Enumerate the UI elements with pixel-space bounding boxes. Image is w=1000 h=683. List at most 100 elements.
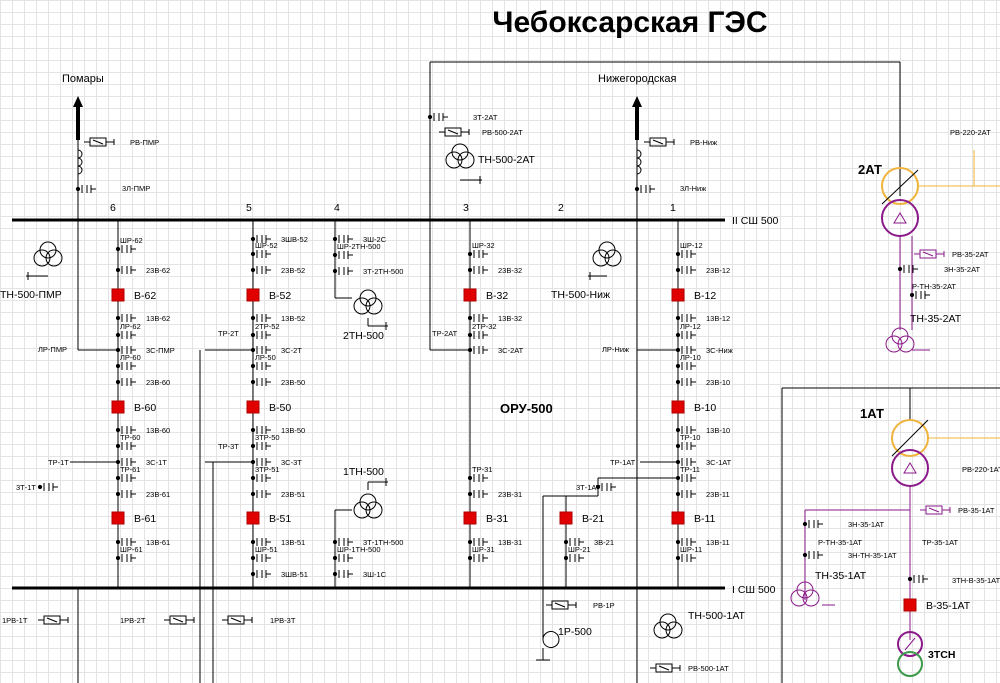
voltage-transformer-icon[interactable] xyxy=(445,143,475,169)
disconnector-icon[interactable] xyxy=(897,265,918,273)
disconnector-icon[interactable] xyxy=(907,575,928,583)
disconnector-icon[interactable] xyxy=(250,426,271,434)
disconnector-icon[interactable] xyxy=(115,266,136,274)
voltage-transformer-icon[interactable] xyxy=(353,493,383,519)
disconnector-icon[interactable] xyxy=(250,538,271,546)
disconnector-icon[interactable] xyxy=(802,551,823,559)
disconnector-icon[interactable] xyxy=(675,266,696,274)
voltage-transformer-icon[interactable] xyxy=(353,289,383,315)
disconnector-icon[interactable] xyxy=(467,346,488,354)
disconnector-icon[interactable] xyxy=(563,538,584,546)
disconnector-icon[interactable] xyxy=(675,490,696,498)
disconnector-icon[interactable] xyxy=(250,346,271,354)
disconnector-icon[interactable] xyxy=(675,250,696,258)
breaker-icon[interactable] xyxy=(246,400,260,414)
disconnector-icon[interactable] xyxy=(563,554,584,562)
disconnector-icon[interactable] xyxy=(115,362,136,370)
disconnector-icon[interactable] xyxy=(675,362,696,370)
disconnector-icon[interactable] xyxy=(115,314,136,322)
disconnector-icon[interactable] xyxy=(115,245,136,253)
breaker-icon[interactable] xyxy=(246,288,260,302)
breaker-icon[interactable] xyxy=(246,511,260,525)
disconnector-icon[interactable] xyxy=(467,331,488,339)
breaker-icon[interactable] xyxy=(463,511,477,525)
disconnector-icon[interactable] xyxy=(115,474,136,482)
breaker-icon[interactable] xyxy=(671,400,685,414)
arrester-icon[interactable] xyxy=(222,615,253,625)
disconnector-icon[interactable] xyxy=(332,538,353,546)
disconnector-icon[interactable] xyxy=(250,570,271,578)
disconnector-icon[interactable] xyxy=(250,331,271,339)
disconnector-icon[interactable] xyxy=(427,113,448,121)
disconnector-icon[interactable] xyxy=(467,474,488,482)
disconnector-icon[interactable] xyxy=(250,490,271,498)
disconnector-icon[interactable] xyxy=(250,442,271,450)
disconnector-icon[interactable] xyxy=(250,458,271,466)
disconnector-icon[interactable] xyxy=(467,554,488,562)
breaker-icon[interactable] xyxy=(463,288,477,302)
disconnector-icon[interactable] xyxy=(595,483,616,491)
autotransformer-2at-icon[interactable] xyxy=(881,150,1000,330)
aux-transformer-icon[interactable] xyxy=(897,631,923,677)
voltage-transformer-35-icon[interactable] xyxy=(885,327,930,353)
disconnector-icon[interactable] xyxy=(675,378,696,386)
arrester-icon[interactable] xyxy=(38,615,69,625)
disconnector-icon[interactable] xyxy=(332,554,353,562)
disconnector-icon[interactable] xyxy=(675,346,696,354)
breaker-icon[interactable] xyxy=(903,598,917,612)
disconnector-icon[interactable] xyxy=(250,235,271,243)
arrester-icon[interactable] xyxy=(650,663,681,673)
disconnector-icon[interactable] xyxy=(250,554,271,562)
disconnector-icon[interactable] xyxy=(115,442,136,450)
voltage-transformer-icon[interactable] xyxy=(653,613,683,639)
disconnector-icon[interactable] xyxy=(332,267,353,275)
disconnector-icon[interactable] xyxy=(467,490,488,498)
arrester-icon[interactable] xyxy=(546,600,577,610)
breaker-icon[interactable] xyxy=(111,400,125,414)
arrester-icon[interactable] xyxy=(914,249,945,259)
disconnector-icon[interactable] xyxy=(332,251,353,259)
arrester-icon[interactable] xyxy=(644,137,675,147)
disconnector-icon[interactable] xyxy=(37,483,58,491)
disconnector-icon[interactable] xyxy=(675,538,696,546)
voltage-transformer-35-icon[interactable] xyxy=(790,581,835,607)
disconnector-icon[interactable] xyxy=(250,266,271,274)
disconnector-icon[interactable] xyxy=(675,331,696,339)
disconnector-icon[interactable] xyxy=(909,291,930,299)
disconnector-icon[interactable] xyxy=(467,538,488,546)
arrester-icon[interactable] xyxy=(920,505,951,515)
breaker-icon[interactable] xyxy=(559,511,573,525)
disconnector-icon[interactable] xyxy=(115,331,136,339)
disconnector-icon[interactable] xyxy=(115,458,136,466)
disconnector-icon[interactable] xyxy=(332,235,353,243)
reactor-icon[interactable] xyxy=(536,631,560,661)
disconnector-icon[interactable] xyxy=(250,314,271,322)
disconnector-icon[interactable] xyxy=(467,250,488,258)
disconnector-icon[interactable] xyxy=(115,554,136,562)
breaker-icon[interactable] xyxy=(671,511,685,525)
breaker-icon[interactable] xyxy=(671,288,685,302)
disconnector-icon[interactable] xyxy=(115,490,136,498)
arrester-icon[interactable] xyxy=(439,127,470,137)
disconnector-icon[interactable] xyxy=(467,314,488,322)
autotransformer-1at-icon[interactable] xyxy=(804,388,1000,640)
disconnector-icon[interactable] xyxy=(634,185,655,193)
disconnector-icon[interactable] xyxy=(675,474,696,482)
disconnector-icon[interactable] xyxy=(250,362,271,370)
disconnector-icon[interactable] xyxy=(115,538,136,546)
disconnector-icon[interactable] xyxy=(115,426,136,434)
breaker-icon[interactable] xyxy=(111,511,125,525)
disconnector-icon[interactable] xyxy=(675,426,696,434)
disconnector-icon[interactable] xyxy=(675,442,696,450)
disconnector-icon[interactable] xyxy=(115,378,136,386)
disconnector-icon[interactable] xyxy=(250,378,271,386)
arrester-icon[interactable] xyxy=(84,137,115,147)
disconnector-icon[interactable] xyxy=(332,570,353,578)
voltage-transformer-icon[interactable] xyxy=(33,241,63,267)
disconnector-icon[interactable] xyxy=(75,185,96,193)
disconnector-icon[interactable] xyxy=(675,554,696,562)
disconnector-icon[interactable] xyxy=(802,520,823,528)
disconnector-icon[interactable] xyxy=(250,250,271,258)
breaker-icon[interactable] xyxy=(111,288,125,302)
disconnector-icon[interactable] xyxy=(250,474,271,482)
